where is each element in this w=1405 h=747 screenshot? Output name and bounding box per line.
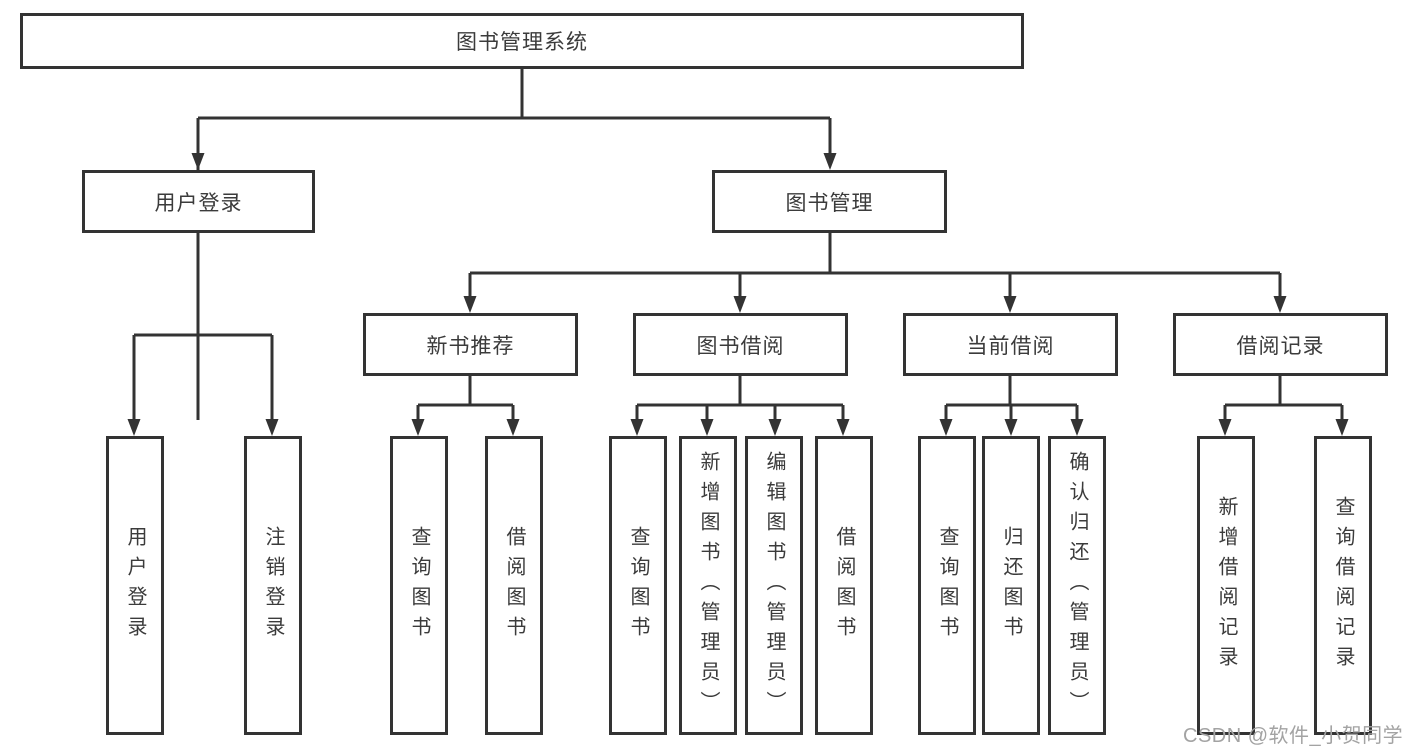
node-current-borrow: 当前借阅 [903,313,1118,376]
node-root-label: 图书管理系统 [456,31,588,54]
node-current-borrow-label: 当前借阅 [966,334,1055,358]
leaf-add-book-admin-label: 新增图书（管理员） [697,450,719,721]
leaf-borrow-books-label: 借阅图书 [833,525,855,646]
node-new-book-recommend-label: 新书推荐 [426,334,515,358]
leaf-return-books: 归还图书 [982,436,1040,735]
leaf-query-books-current-label: 查询图书 [936,525,958,646]
node-book-management: 图书管理 [712,170,947,233]
node-user-login: 用户登录 [82,170,315,233]
leaf-logout: 注销登录 [244,436,302,735]
leaf-query-books-current: 查询图书 [918,436,976,735]
node-new-book-recommend: 新书推荐 [363,313,578,376]
leaf-query-books-recommend: 查询图书 [390,436,448,735]
leaf-confirm-return-admin-label: 确认归还（管理员） [1066,450,1088,721]
leaf-user-login-label: 用户登录 [124,525,146,646]
node-borrow-records-label: 借阅记录 [1236,334,1325,358]
leaf-query-borrow-record-label: 查询借阅记录 [1332,495,1354,676]
node-book-management-label: 图书管理 [785,191,874,215]
node-user-login-label: 用户登录 [154,191,243,215]
leaf-user-login: 用户登录 [106,436,164,735]
leaf-query-books-borrow: 查询图书 [609,436,667,735]
node-book-borrow-label: 图书借阅 [696,334,785,358]
leaf-add-borrow-record: 新增借阅记录 [1197,436,1255,735]
leaf-query-borrow-record: 查询借阅记录 [1314,436,1372,735]
node-borrow-records: 借阅记录 [1173,313,1388,376]
leaf-add-borrow-record-label: 新增借阅记录 [1215,495,1237,676]
node-book-borrow: 图书借阅 [633,313,848,376]
arrowheads [127,153,1349,436]
leaf-add-book-admin: 新增图书（管理员） [679,436,737,735]
leaf-query-books-recommend-label: 查询图书 [408,525,430,646]
leaf-confirm-return-admin: 确认归还（管理员） [1048,436,1106,735]
node-root: 图书管理系统 [20,13,1024,69]
leaf-borrow-books-recommend-label: 借阅图书 [503,525,525,646]
leaf-query-books-borrow-label: 查询图书 [627,525,649,646]
leaf-edit-book-admin-label: 编辑图书（管理员） [763,450,785,721]
leaf-borrow-books: 借阅图书 [815,436,873,735]
leaf-return-books-label: 归还图书 [1000,525,1022,646]
leaf-logout-label: 注销登录 [262,525,284,646]
csdn-watermark: CSDN @软件_小贺同学 [1183,725,1404,747]
leaf-borrow-books-recommend: 借阅图书 [485,436,543,735]
leaf-edit-book-admin: 编辑图书（管理员） [745,436,803,735]
